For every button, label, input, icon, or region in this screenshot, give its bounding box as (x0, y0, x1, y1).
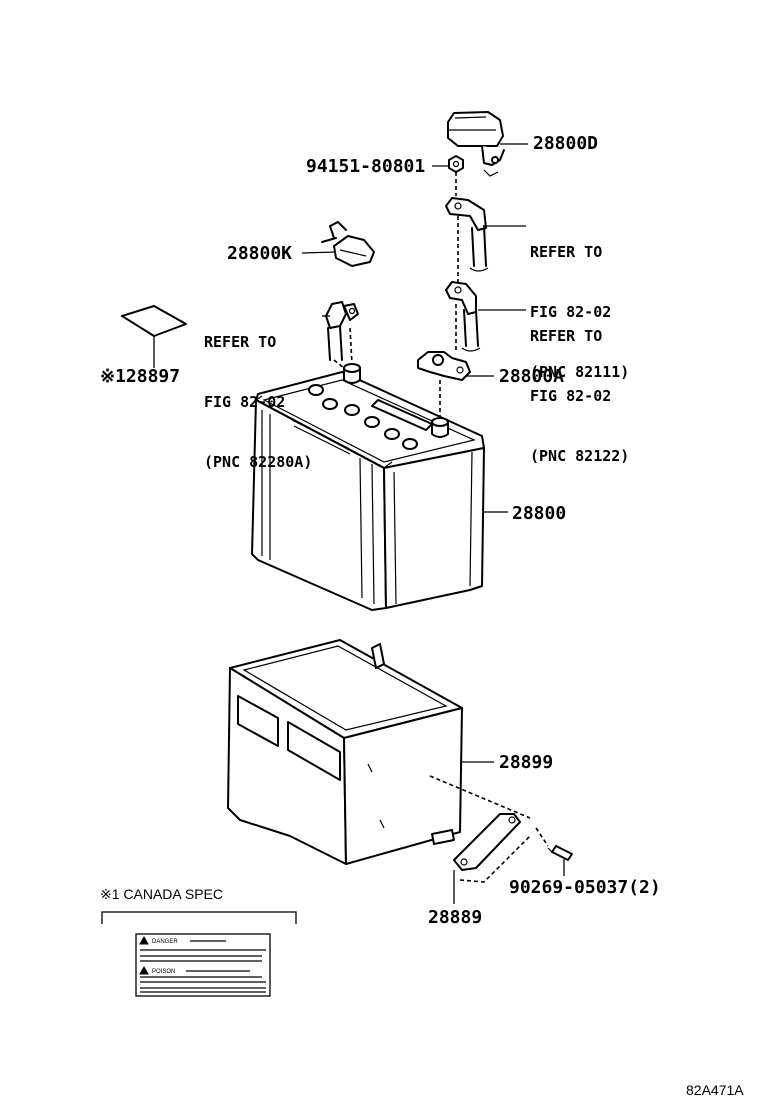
ref-neg-line-1: REFER TO (204, 333, 277, 351)
ref-pos-lower-line-3: (PNC 82122) (530, 447, 630, 465)
ref-neg-line-2: FIG 82-02 (204, 393, 286, 411)
battery-tray-drawing (227, 639, 463, 865)
part-label-90269-05037: 90269-05037(2) (509, 877, 661, 898)
part-label-28897: ※128897 (100, 366, 181, 387)
terminal-clamp-drawing (417, 351, 471, 381)
ref-pos-cable-upper: REFER TO FIG 82-02 (PNC 82111) (530, 202, 629, 402)
negative-cable-drawing (325, 301, 359, 361)
part-label-94151-80801: 94151-80801 (306, 156, 426, 177)
part-label-28899: 28899 (499, 752, 554, 773)
canada-spec-note: DANGER POISON (101, 911, 297, 997)
terminal-cover-28800k-drawing (321, 221, 375, 267)
ref-pos-cable-lower: REFER TO FIG 82-02 (PNC 82122) (530, 286, 629, 486)
ref-neg-line-3: (PNC 82280A) (204, 453, 313, 471)
positive-cable-upper-drawing (445, 197, 489, 272)
label-poison-text: POISON (152, 969, 175, 975)
part-label-28800: 28800 (512, 503, 567, 524)
ref-pos-upper-line-1: REFER TO (530, 243, 603, 261)
label-danger-text: DANGER (152, 939, 178, 945)
canada-spec-title: ※1 CANADA SPEC (100, 886, 223, 902)
ref-pos-upper-line-3: (PNC 82111) (530, 363, 630, 381)
terminal-cover-28800d-drawing (447, 111, 505, 177)
bolt-drawing (547, 845, 573, 861)
ref-neg-cable: REFER TO FIG 82-02 (PNC 82280A) (204, 292, 312, 492)
warning-label-drawing (135, 933, 271, 997)
caution-label-drawing (121, 305, 187, 337)
part-label-28800d: 28800D (533, 133, 599, 154)
battery-caps (308, 384, 418, 450)
assembly-lines (333, 172, 549, 883)
part-label-28800k: 28800K (227, 243, 293, 264)
clamp-drawing (453, 813, 521, 871)
ref-pos-upper-line-2: FIG 82-02 (530, 303, 612, 321)
battery-drawing (251, 363, 485, 611)
positive-cable-lower-drawing (445, 281, 481, 352)
figure-id: 82A471A (686, 1082, 744, 1098)
part-label-28889: 28889 (428, 907, 483, 928)
ref-pos-lower-line-2: FIG 82-02 (530, 387, 612, 405)
nut-drawing (448, 155, 464, 173)
ref-pos-lower-line-1: REFER TO (530, 327, 603, 345)
leader-lines (153, 143, 565, 904)
part-label-28800a: 28800A (499, 366, 565, 387)
